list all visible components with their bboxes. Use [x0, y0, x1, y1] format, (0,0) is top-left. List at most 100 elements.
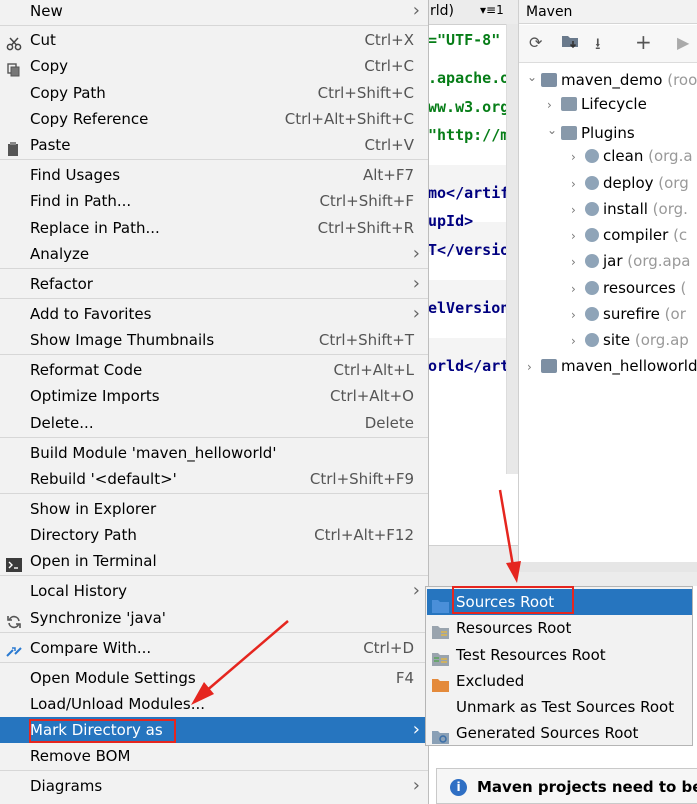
submenu-arrow-icon: › [412, 273, 420, 294]
submenu-item-label: Generated Sources Root [456, 724, 639, 742]
collapsed-chevron-icon[interactable]: › [571, 334, 576, 348]
submenu-item-resources-root[interactable]: Resources Root [427, 615, 692, 641]
maven-tree-node-clean[interactable]: ›clean (org.a [571, 143, 693, 169]
collapsed-chevron-icon[interactable]: › [571, 177, 576, 191]
submenu-item-sources-root[interactable]: Sources Root [427, 589, 692, 615]
resources-root-folder-icon [432, 621, 449, 639]
menu-item-diagrams[interactable]: Diagrams› [0, 773, 428, 799]
submenu-item-label: Sources Root [456, 593, 555, 611]
maven-tree-node-compiler[interactable]: ›compiler (c [571, 222, 687, 248]
maven-tree-node-site[interactable]: ›site (org.ap [571, 327, 689, 353]
menu-item-find-in-path[interactable]: Find in Path...Ctrl+Shift+F [0, 188, 428, 214]
menu-item-rebuild-default[interactable]: Rebuild '<default>'Ctrl+Shift+F9 [0, 466, 428, 492]
menu-item-directory-path[interactable]: Directory Path Ctrl+Alt+F12 [0, 522, 428, 548]
maven-tree-node-lifecycle[interactable]: ›Lifecycle [547, 91, 647, 117]
submenu-item-label: Test Resources Root [456, 646, 606, 664]
menu-item-label: Open in Terminal [30, 552, 157, 570]
menu-item-mark-directory-as[interactable]: Mark Directory as› [0, 717, 428, 743]
add-icon[interactable]: + [635, 30, 652, 54]
editor-scrollbar[interactable] [506, 24, 518, 474]
menu-item-shortcut: Ctrl+Alt+F12 [314, 526, 414, 544]
submenu-item-test-resources-root[interactable]: Test Resources Root [427, 642, 692, 668]
submenu-item-label: Unmark as Test Sources Root [456, 698, 675, 716]
collapsed-chevron-icon[interactable]: › [547, 98, 552, 112]
maven-tree-node-maven-helloworld[interactable]: ›maven_helloworld [527, 353, 697, 379]
submenu-item-unmark-as-test-sources-root[interactable]: Unmark as Test Sources Root [427, 694, 692, 720]
maven-horizontal-scrollbar[interactable] [518, 562, 697, 572]
maven-tree-node-install[interactable]: ›install (org. [571, 196, 688, 222]
collapsed-chevron-icon[interactable]: › [571, 203, 576, 217]
menu-item-open-in-terminal[interactable]: Open in Terminal [0, 548, 428, 574]
maven-tool-window: Maven ⟳ ⭳ + ▶ ⌄maven_demo (roo›Lifecycle… [518, 0, 697, 562]
collapsed-chevron-icon[interactable]: › [571, 282, 576, 296]
menu-item-local-history[interactable]: Local History› [0, 578, 428, 604]
menu-item-shortcut: Ctrl+Shift+F [319, 192, 414, 210]
menu-item-remove-bom[interactable]: Remove BOM [0, 743, 428, 769]
maven-import-notification[interactable]: i Maven projects need to be im [436, 768, 697, 804]
menu-item-delete[interactable]: Delete...Delete [0, 410, 428, 436]
editor-code-line: orld</art [428, 357, 510, 375]
editor-tab[interactable]: rld) ▾≡1 [428, 0, 518, 25]
maven-tree-suffix: (org.ap [630, 331, 689, 349]
maven-tree-node-jar[interactable]: ›jar (org.apa [571, 248, 690, 274]
menu-item-shortcut: Ctrl+V [364, 136, 414, 154]
maven-tree-node-deploy[interactable]: ›deploy (org [571, 170, 689, 196]
menu-separator [0, 268, 428, 269]
plugin-goal-icon [585, 307, 599, 321]
menu-item-add-to-favorites[interactable]: Add to Favorites› [0, 301, 428, 327]
menu-item-label: Directory Path [30, 526, 137, 544]
sync-icon [6, 611, 22, 629]
editor-tab-label: rld) [430, 3, 454, 19]
submenu-item-generated-sources-root[interactable]: Generated Sources Root [427, 720, 692, 746]
maven-tree-node-maven-demo[interactable]: ⌄maven_demo (roo [527, 64, 697, 90]
menu-item-label: Show Image Thumbnails [30, 331, 215, 349]
menu-item-label: Copy Reference [30, 110, 149, 128]
collapsed-chevron-icon[interactable]: › [571, 229, 576, 243]
editor-tab-counter[interactable]: ▾≡1 [480, 3, 504, 17]
menu-separator [0, 354, 428, 355]
menu-item-show-in-explorer[interactable]: Show in Explorer [0, 496, 428, 522]
menu-item-label: Cut [30, 31, 56, 49]
menu-item-synchronize-java[interactable]: Synchronize 'java' [0, 605, 428, 631]
submenu-item-label: Resources Root [456, 619, 572, 637]
collapsed-chevron-icon[interactable]: › [571, 308, 576, 322]
menu-item-load-unload-modules[interactable]: Load/Unload Modules... [0, 691, 428, 717]
download-icon[interactable]: ⭳ [595, 34, 601, 53]
folder-download-icon[interactable] [561, 33, 579, 53]
maven-tree-suffix: (or [659, 305, 686, 323]
maven-tree-node-plugins[interactable]: ⌄Plugins [547, 117, 635, 143]
editor-code-line: mo</artif [428, 184, 510, 202]
menu-item-label: Find Usages [30, 166, 121, 184]
reload-icon[interactable]: ⟳ [529, 33, 543, 52]
expanded-chevron-icon[interactable]: ⌄ [527, 70, 538, 84]
maven-tree-label: compiler [603, 226, 669, 244]
collapsed-chevron-icon[interactable]: › [571, 150, 576, 164]
menu-item-compare-with[interactable]: Compare With...Ctrl+D [0, 635, 428, 661]
submenu-arrow-icon: › [412, 0, 420, 21]
editor-code-line: elVersion [428, 299, 510, 317]
maven-tree-node-surefire[interactable]: ›surefire (or [571, 301, 686, 327]
menu-item-refactor[interactable]: Refactor› [0, 271, 428, 297]
menu-item-build-module-maven-helloworld[interactable]: Build Module 'maven_helloworld' [0, 440, 428, 466]
menu-item-analyze[interactable]: Analyze› [0, 241, 428, 267]
maven-tree-node-resources[interactable]: ›resources ( [571, 275, 686, 301]
menu-item-replace-in-path[interactable]: Replace in Path...Ctrl+Shift+R [0, 215, 428, 241]
menu-item-new[interactable]: New› [0, 0, 428, 24]
run-icon[interactable]: ▶ [677, 33, 690, 52]
expanded-chevron-icon[interactable]: ⌄ [547, 123, 558, 137]
menu-separator [0, 575, 428, 576]
collapsed-chevron-icon[interactable]: › [527, 360, 532, 374]
submenu-item-excluded[interactable]: Excluded [427, 668, 692, 694]
maven-tree-suffix: (org. [647, 200, 688, 218]
collapsed-chevron-icon[interactable]: › [571, 255, 576, 269]
